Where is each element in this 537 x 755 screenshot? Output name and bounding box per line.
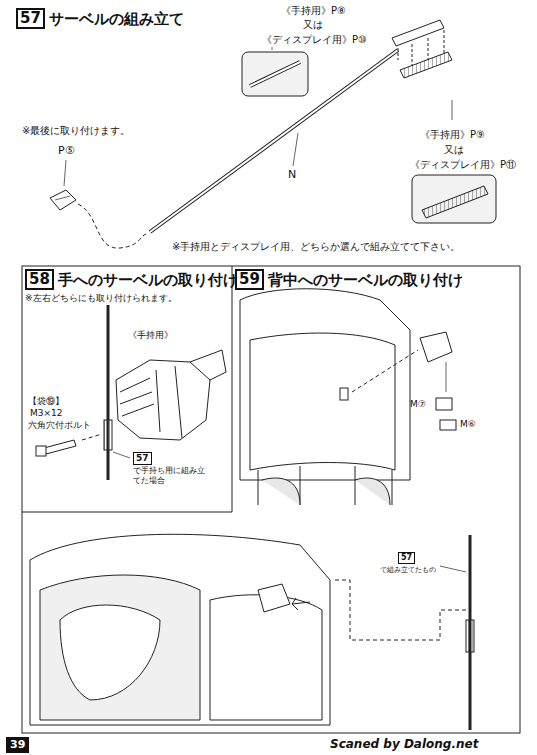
- step-number: 58: [25, 269, 54, 290]
- note: 又は: [303, 18, 323, 31]
- step-title: サーベルの組み立て: [49, 10, 184, 28]
- step-number: 59: [235, 269, 264, 290]
- step-title: 背中へのサーベルの取り付け: [268, 271, 463, 289]
- step-panel: 59背中へのサーベルの取り付け: [232, 266, 520, 512]
- step-heading: 57サーベルの組み立て: [16, 8, 518, 29]
- step-title: 手へのサーベルの取り付け: [58, 271, 238, 289]
- part-label: 《手持用》P⑨: [420, 128, 485, 141]
- note: 又は: [444, 143, 464, 156]
- part-label: M⑦: [410, 399, 426, 410]
- note: ※左右どちらにも取り付けられます。: [25, 293, 177, 304]
- part-label: P⑤: [58, 144, 75, 158]
- part-label: 《手持用》: [128, 330, 173, 341]
- part-label: N: [288, 168, 296, 182]
- part-label: 【袋⑲】: [28, 396, 64, 407]
- note: ※手持用とディスプレイ用、どちらか選んで組み立てて下さい。: [172, 240, 460, 253]
- part-label: 《ディスプレイ用》P⑪: [410, 158, 516, 171]
- watermark: Scaned by Dalong.net: [330, 737, 478, 752]
- step-ref: 57: [398, 552, 415, 564]
- note: で手持ち用に組み立てた場合: [133, 466, 205, 486]
- page-number: 39: [6, 737, 29, 753]
- note: ※最後に取り付けます。: [22, 124, 130, 137]
- step-heading: 58手へのサーベルの取り付け: [25, 269, 229, 290]
- part-label: 《ディスプレイ用》P⑩: [262, 33, 367, 46]
- part-label: M3×12: [30, 408, 62, 419]
- step-number: 57: [16, 8, 45, 29]
- step-ref: 57: [133, 452, 152, 465]
- part-label: M⑥: [460, 419, 476, 430]
- step-heading: 59背中へのサーベルの取り付け: [235, 269, 517, 290]
- note: で組み立てたもの: [380, 566, 436, 575]
- part-label: 六角穴付ボルト: [28, 420, 91, 431]
- part-label: 《手持用》P⑧: [281, 4, 346, 17]
